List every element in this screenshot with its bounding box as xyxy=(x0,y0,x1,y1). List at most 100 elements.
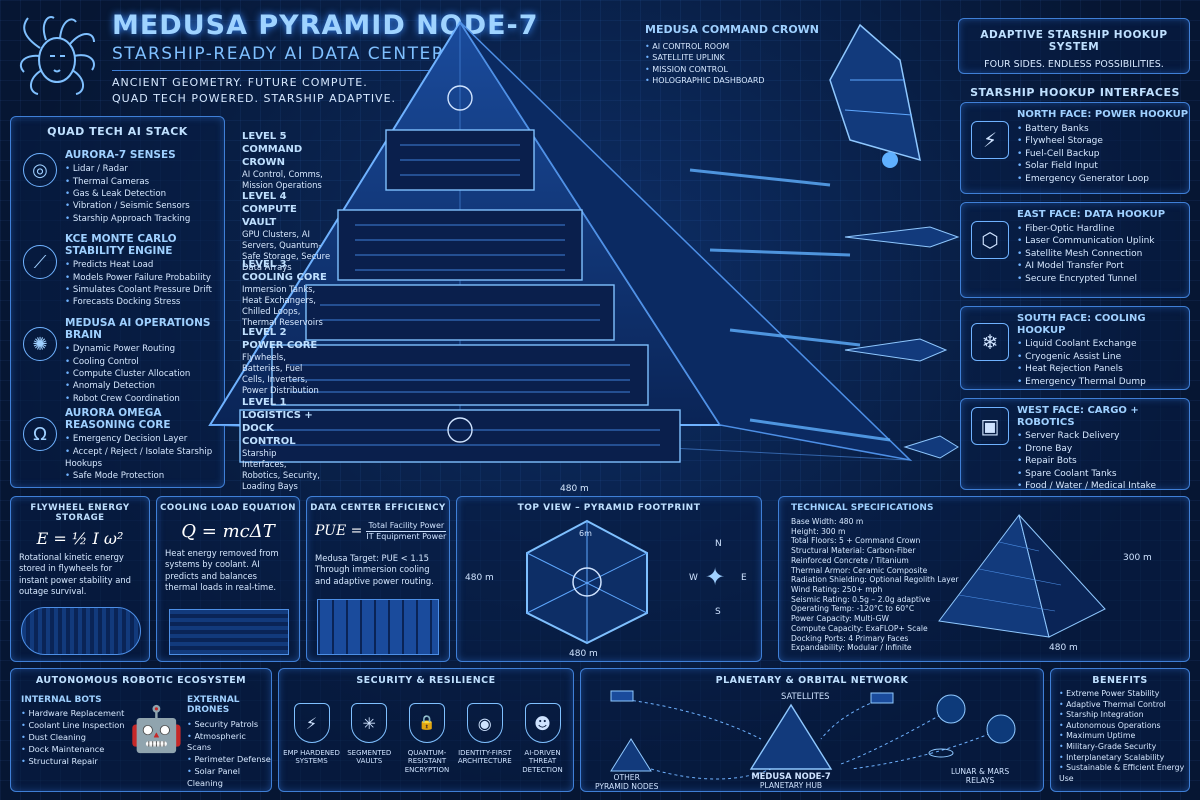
adaptive-hookup-banner: ADAPTIVE STARSHIP HOOKUP SYSTEM FOUR SID… xyxy=(958,18,1190,74)
pue-denominator: IT Equipment Power xyxy=(366,532,447,541)
cooling-equation: Q = mcΔT xyxy=(181,521,275,542)
specs-list: Base Width: 480 m Height: 300 m Total Fl… xyxy=(791,517,959,653)
flywheel-desc: Rotational kinetic energy stored in flyw… xyxy=(19,552,131,597)
emp-shield-icon: ⚡ xyxy=(293,703,330,743)
level-title: COOLING CORE xyxy=(242,272,327,283)
quad-bullet: Safe Mode Protection xyxy=(65,470,220,482)
hexagon-footprint xyxy=(517,517,657,647)
robotic-title: AUTONOMOUS ROBOTIC ECOSYSTEM xyxy=(35,675,247,686)
face-name: NORTH FACE: POWER HOOKUP xyxy=(1017,109,1189,120)
page-subtitle: STARSHIP-READY AI DATA CENTER xyxy=(112,44,446,64)
quad-bullet: Emergency Decision Layer xyxy=(65,433,220,445)
flywheel-equation: E = ½ I ω² xyxy=(36,529,124,548)
level-name: LEVEL 5 xyxy=(242,131,287,142)
pue-fraction: Total Facility Power IT Equipment Power xyxy=(366,521,447,541)
level-desc: AI Control, Comms, Mission Operations xyxy=(242,169,323,190)
security-label: SEGMENTED VAULTS xyxy=(347,749,392,766)
benefit-item: Maximum Uptime xyxy=(1059,731,1189,742)
face-bullet: AI Model Transfer Port xyxy=(1017,260,1165,273)
spec-line: Structural Material: Carbon-Fiber xyxy=(791,546,916,556)
hub-sub: PLANETARY HUB xyxy=(759,781,823,791)
compass-rose: N E S W ✦ xyxy=(689,539,749,619)
crown-callout: MEDUSA COMMAND CROWN AI CONTROL ROOM SAT… xyxy=(645,23,820,87)
crown-item: MISSION CONTROL xyxy=(645,64,819,76)
spec-line: Base Width: 480 m xyxy=(791,517,864,526)
starship-large xyxy=(790,20,970,170)
spec-line: Thermal Armor: Ceramic Composite xyxy=(791,565,928,575)
internal-bot-item: Coolant Line Inspection xyxy=(21,720,124,732)
compass-star-icon: ✦ xyxy=(705,563,726,591)
level-name: LEVEL 2 xyxy=(242,327,287,338)
face-bullet: Spare Coolant Tanks xyxy=(1017,468,1189,481)
hookup-face-west: ▣ WEST FACE: CARGO + ROBOTICS Server Rac… xyxy=(960,398,1190,491)
security-title: SECURITY & RESILIENCE xyxy=(356,675,496,686)
face-bullet: Heat Rejection Panels xyxy=(1017,363,1189,376)
face-bullet: Emergency Generator Loop xyxy=(1017,173,1188,186)
spec-line: Seismic Rating: 0.5g – 2.0g adaptive xyxy=(791,594,931,604)
server-rack-sketch xyxy=(317,599,439,655)
face-bullet: Fuel-Cell Backup xyxy=(1017,148,1188,161)
tagline-2: QUAD TECH POWERED. STARSHIP ADAPTIVE. xyxy=(112,92,397,105)
quad-bullet: Starship Approach Tracking xyxy=(65,213,190,225)
face-name: WEST FACE: CARGO + ROBOTICS xyxy=(1017,405,1139,428)
other-nodes-label: OTHER PYRAMID NODES xyxy=(595,773,658,791)
face-bullet: Flywheel Storage xyxy=(1017,135,1188,148)
level-name: LEVEL 3 xyxy=(242,259,287,270)
quad-bullet: Anomaly Detection xyxy=(65,380,220,392)
spec-line: Radiation Shielding: Optional Regolith L… xyxy=(791,575,959,585)
relays-label: LUNAR & MARS RELAYS xyxy=(951,767,1009,785)
satellites-label: SATELLITES xyxy=(781,691,830,701)
flywheel-machine-sketch xyxy=(21,607,141,655)
identity-shield-icon: ◉ xyxy=(466,703,503,743)
adaptive-title: ADAPTIVE STARSHIP HOOKUP SYSTEM xyxy=(980,29,1168,53)
quad-bullet: Simulates Coolant Pressure Drift xyxy=(65,284,220,296)
relays-sub: RELAYS xyxy=(965,776,995,786)
face-bullet: Server Rack Delivery xyxy=(1017,430,1189,443)
topview-top-label: 6m xyxy=(579,529,592,538)
benefit-item: Autonomous Operations xyxy=(1059,721,1189,732)
spec-line: Power Capacity: Multi-GW xyxy=(791,614,889,624)
face-name: EAST FACE: DATA HOOKUP xyxy=(1017,209,1166,220)
quad-bullet: Predicts Heat Load xyxy=(65,259,220,271)
pue-label: PUE = xyxy=(315,523,363,539)
lightning-icon: ⚡ xyxy=(971,121,1009,159)
hookup-face-east: ⬡ EAST FACE: DATA HOOKUP Fiber-Optic Har… xyxy=(960,202,1190,298)
quad-bullet: Forecasts Docking Stress xyxy=(65,296,220,308)
other-sub: PYRAMID NODES xyxy=(595,782,659,792)
topview-title: TOP VIEW – PYRAMID FOOTPRINT xyxy=(517,503,701,513)
quad-bullet: Lidar / Radar xyxy=(65,163,190,175)
quad-bullet: Robot Crew Coordination xyxy=(65,393,220,405)
compass-e: E xyxy=(741,573,747,583)
crown-title: MEDUSA COMMAND CROWN xyxy=(645,23,820,36)
internal-bot-item: Structural Repair xyxy=(21,756,124,768)
quad-title: QUAD TECH AI STACK xyxy=(47,125,188,138)
spec-line: Docking Ports: 4 Primary Faces xyxy=(791,633,909,643)
internal-bots-title: INTERNAL BOTS xyxy=(21,695,102,705)
cooling-unit-sketch xyxy=(169,609,289,655)
security-item: 🔒 QUANTUM-RESISTANT ENCRYPTION xyxy=(399,703,456,774)
spec-line: Total Floors: 5 + Command Crown xyxy=(791,536,921,546)
security-item: ☻ AI-DRIVEN THREAT DETECTION xyxy=(514,703,571,774)
cooling-desc: Heat energy removed from systems by cool… xyxy=(165,548,279,593)
base-width-label: 480 m xyxy=(560,484,589,494)
external-drone-item: Atmospheric Scans xyxy=(187,731,271,755)
spec-line: Operating Temp: -120°C to 60°C xyxy=(791,604,915,614)
benefit-item: Extreme Power Stability xyxy=(1059,689,1189,700)
level-title: COMPUTE VAULT xyxy=(242,204,297,228)
robot-icon: 🤖 xyxy=(129,704,184,755)
quad-bullet: Models Power Failure Probability xyxy=(65,272,220,284)
medusa-head-logo xyxy=(10,8,105,108)
quad-bullet: Compute Cluster Allocation xyxy=(65,368,220,380)
hub-name: MEDUSA NODE-7 xyxy=(751,771,831,781)
security-label: IDENTITY-FIRST ARCHITECTURE xyxy=(457,749,512,766)
vault-shield-icon: ✳ xyxy=(351,703,388,743)
face-bullet: Emergency Thermal Dump xyxy=(1017,376,1189,389)
internal-bot-item: Dust Cleaning xyxy=(21,732,124,744)
face-bullet: Drone Bay xyxy=(1017,443,1189,456)
crown-item: SATELLITE UPLINK xyxy=(645,52,819,64)
lock-shield-icon: 🔒 xyxy=(409,703,445,743)
relays-name: LUNAR & MARS xyxy=(951,767,1010,776)
specs-title: TECHNICAL SPECIFICATIONS xyxy=(791,503,934,513)
benefit-item: Starship Integration xyxy=(1059,710,1189,721)
